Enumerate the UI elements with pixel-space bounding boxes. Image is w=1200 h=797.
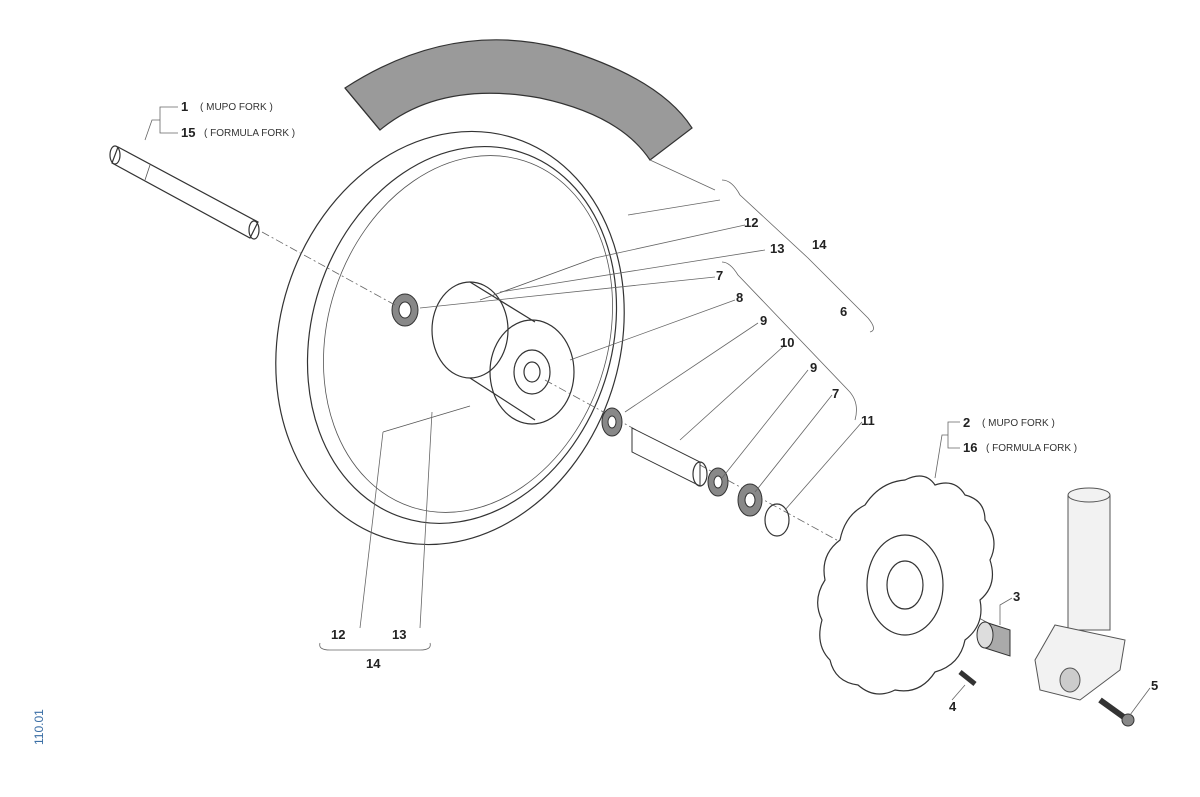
callout-7-left: 7 — [716, 268, 723, 283]
spoke-lower — [382, 405, 471, 433]
callout-9-left: 9 — [760, 313, 767, 328]
bearing-right — [737, 483, 763, 517]
callout-1: 1 — [181, 99, 188, 114]
callout-2: 2 — [963, 415, 970, 430]
fork-leg — [1034, 487, 1126, 701]
callout-14-upper: 14 — [812, 237, 827, 252]
callout-16: 16 — [963, 440, 977, 455]
seal-right — [707, 467, 729, 497]
disc-screw — [958, 670, 977, 686]
callout-8: 8 — [736, 290, 743, 305]
callout-13-upper: 13 — [770, 241, 784, 256]
hub — [431, 281, 575, 425]
brake-disc — [817, 475, 995, 695]
callout-12-upper: 12 — [744, 215, 758, 230]
callout-9-right: 9 — [810, 360, 817, 375]
circlip — [764, 503, 790, 537]
bearing-left — [391, 293, 419, 327]
callout-7-right: 7 — [832, 386, 839, 401]
fork-screw — [1098, 697, 1135, 727]
callout-15: 15 — [181, 125, 195, 140]
callout-3: 3 — [1013, 589, 1020, 604]
callout-15-note: ( FORMULA FORK ) — [204, 128, 295, 139]
axis-line — [261, 231, 1011, 636]
leader-lines — [144, 106, 1151, 716]
callout-13-lower: 13 — [392, 627, 406, 642]
reference-code: 110.01 — [32, 709, 46, 745]
callout-1-note: ( MUPO FORK ) — [200, 102, 273, 113]
callout-12-lower: 12 — [331, 627, 345, 642]
callout-6: 6 — [840, 304, 847, 319]
tire-band — [344, 39, 693, 161]
disc-spacer — [976, 621, 1011, 657]
inner-spacer — [631, 427, 708, 487]
callout-10: 10 — [780, 335, 794, 350]
seal-left — [601, 407, 623, 437]
rim — [275, 130, 625, 546]
callout-16-note: ( FORMULA FORK ) — [986, 443, 1077, 454]
callout-2-note: ( MUPO FORK ) — [982, 418, 1055, 429]
callout-5: 5 — [1151, 678, 1158, 693]
callout-14-lower: 14 — [366, 656, 381, 671]
callout-11: 11 — [861, 413, 875, 428]
spoke-upper — [479, 257, 596, 301]
callout-4: 4 — [949, 699, 957, 714]
axle — [109, 145, 260, 240]
